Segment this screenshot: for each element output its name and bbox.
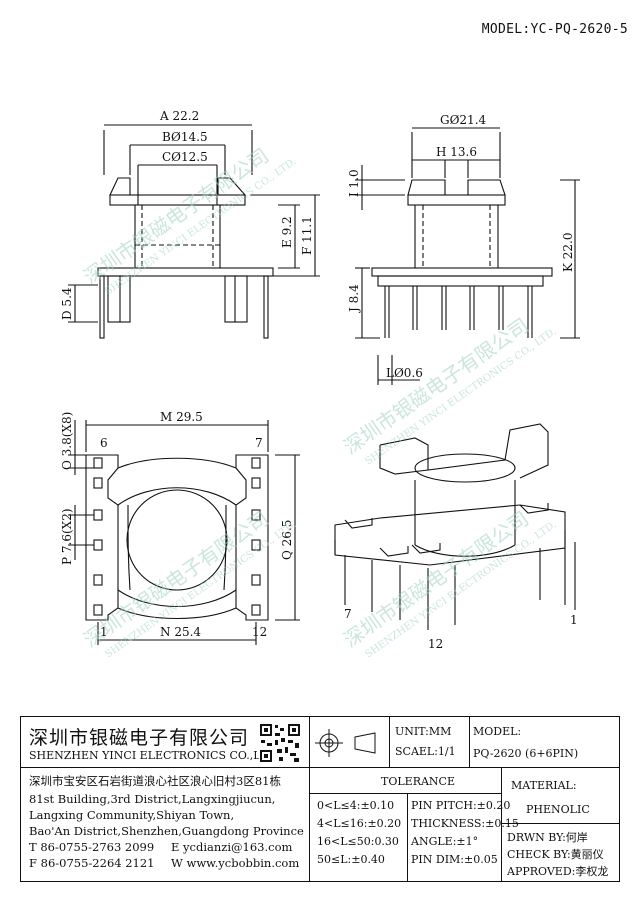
angle-tolerance: ANGLE:±1° <box>411 835 479 848</box>
front-view <box>68 124 320 339</box>
qr-code <box>259 723 301 763</box>
drawn-by: DRWN BY:何岸 <box>507 831 588 844</box>
watermark-en: SHENZHEN YINCI ELECTRONICS CO., LTD. <box>103 519 298 660</box>
company-cn-name: 深圳市银磁电子有限公司 <box>29 727 250 749</box>
watermark-en: SHENZHEN YINCI ELECTRONICS CO., LTD. <box>363 326 558 467</box>
address-en-line1: 81st Building,3rd District,Langxingjiucu… <box>29 792 276 806</box>
dim-o: O 3.8(X8) <box>60 412 74 470</box>
unit-label: UNIT:MM <box>395 725 452 738</box>
company-en-name: SHENZHEN YINCI ELECTRONICS CO.,LTD. <box>29 749 279 762</box>
material-value: PHENOLIC <box>526 803 590 816</box>
dim-c: CØ12.5 <box>162 150 208 164</box>
dim-h: H 13.6 <box>436 145 477 159</box>
pin-label-1: 1 <box>100 625 108 639</box>
pin-label-7: 7 <box>255 436 263 450</box>
dim-p: P 7.6(X2) <box>60 508 74 565</box>
dim-a: A 22.2 <box>159 109 199 123</box>
dim-n: N 25.4 <box>160 625 201 639</box>
tolerance-range-4: 50≤L:±0.40 <box>317 853 385 866</box>
telephone: T 86-0755-2763 2099 <box>29 840 155 854</box>
title-block: 深圳市银磁电子有限公司 SHENZHEN YINCI ELECTRONICS C… <box>20 716 620 882</box>
tolerance-range-2: 4<L≤16:±0.20 <box>317 817 402 830</box>
pin-label-12: 12 <box>252 625 267 639</box>
pin-pitch-tolerance: PIN PITCH:±0.20 <box>411 799 511 812</box>
email: E ycdianzi@163.com <box>171 840 293 854</box>
website: W www.ycbobbin.com <box>171 856 300 870</box>
iso-pin-label-1: 1 <box>570 613 578 627</box>
model-title: MODEL:YC-PQ-2620-5 <box>481 22 628 37</box>
isometric-view <box>334 423 576 630</box>
iso-pin-label-12: 12 <box>428 637 443 651</box>
dim-q: Q 26.5 <box>280 520 294 560</box>
thickness-tolerance: THICKNESS:±0.15 <box>411 817 519 830</box>
dim-g: GØ21.4 <box>440 113 487 127</box>
dim-e: E 9.2 <box>280 216 294 248</box>
address-cn: 深圳市宝安区石岩街道浪心社区浪心旧村3区81栋 <box>29 774 281 788</box>
model-label: MODEL: <box>473 725 522 738</box>
dim-j: J 8.4 <box>347 284 361 314</box>
material-label: MATERIAL: <box>511 779 577 792</box>
dim-i: I 1.0 <box>347 169 361 197</box>
scale-label: SCAEL:1/1 <box>395 745 456 758</box>
fax: F 86-0755-2264 2121 <box>29 856 155 870</box>
tolerance-range-1: 0<L≤4:±0.10 <box>317 799 395 812</box>
dim-f: F 11.1 <box>300 216 314 255</box>
pin-dim-tolerance: PIN DIM:±0.05 <box>411 853 498 866</box>
watermark-en: SHENZHEN YINCI ELECTRONICS CO., LTD. <box>363 519 558 660</box>
watermark-cn: 深圳市银磁电子有限公司 <box>339 506 533 652</box>
address-en-line3: Bao'An District,Shenzhen,Guangdong Provi… <box>29 824 304 838</box>
dim-m: M 29.5 <box>160 410 203 424</box>
model-value: PQ-2620 (6+6PIN) <box>473 747 579 760</box>
approved-by: APPROVED:李权龙 <box>507 865 609 878</box>
dim-b: BØ14.5 <box>162 130 208 144</box>
bottom-view <box>68 420 300 645</box>
dim-l: LØ0.6 <box>386 366 423 380</box>
tolerance-label: TOLERANCE <box>381 775 455 788</box>
pin-label-6: 6 <box>100 436 108 450</box>
dim-k: K 22.0 <box>561 233 575 273</box>
watermark-cn: 深圳市银磁电子有限公司 <box>339 313 533 459</box>
technical-drawing: A 22.2 BØ14.5 CØ12.5 E 9.2 F 11.1 D 5.4 … <box>60 109 580 660</box>
address-en-line2: Langxing Community,Shiyan Town, <box>29 808 235 822</box>
tolerance-range-3: 16<L≤50:0.30 <box>317 835 399 848</box>
iso-pin-label-7: 7 <box>344 607 352 621</box>
side-view <box>355 127 580 385</box>
projection-symbol-icon <box>313 725 385 761</box>
checked-by: CHECK BY:黄丽仪 <box>507 848 604 861</box>
dim-d: D 5.4 <box>60 287 74 320</box>
